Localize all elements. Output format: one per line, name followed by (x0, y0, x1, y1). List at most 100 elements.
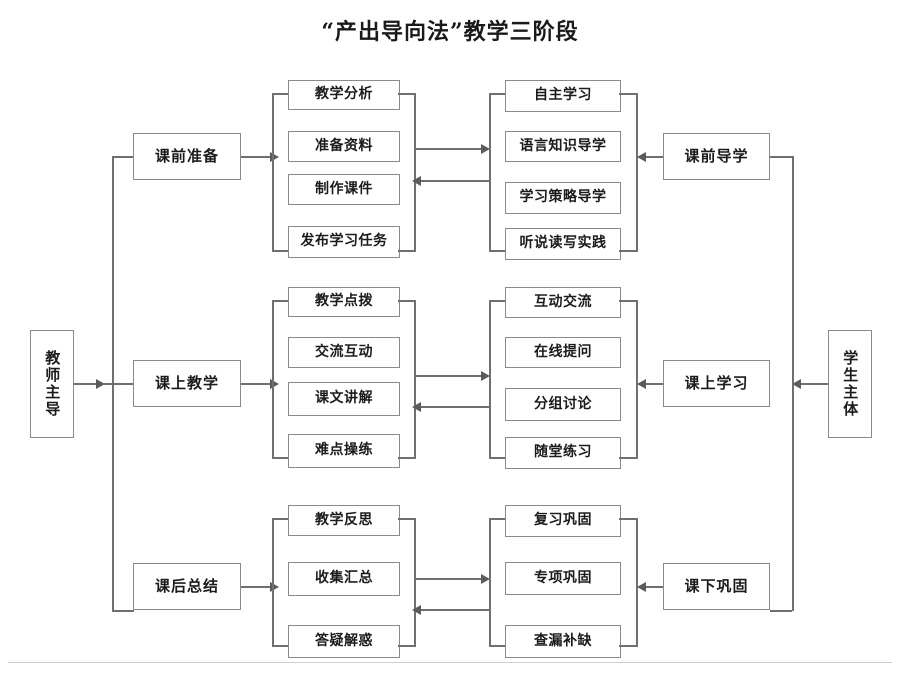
bracket-pre-teacher-right-top (398, 93, 416, 95)
task-box: 教学反思 (288, 505, 400, 536)
side-box-student: 学生主体 (828, 330, 872, 438)
task-box: 交流互动 (288, 337, 400, 368)
connector-pre-teacher-out (241, 156, 270, 158)
task-box: 专项巩固 (505, 562, 621, 595)
bracket-post-teacher-right (414, 518, 416, 646)
bracket-pre-teacher-right-bot (398, 250, 416, 252)
task-box: 听说读写实践 (505, 228, 621, 260)
connector-in-teacher-out (241, 383, 270, 385)
connector-post-teacher-out (241, 586, 270, 588)
bracket-post-teacher (272, 518, 274, 646)
bracket-in-teacher (272, 300, 274, 458)
stage-box-teacher-in-class: 课上教学 (133, 360, 241, 407)
arrowhead-post-teacher-out (270, 582, 279, 592)
arrowhead-post-cross-right (481, 574, 490, 584)
bracket-in-student-right (636, 300, 638, 458)
arrowhead-in-cross-right (481, 371, 490, 381)
task-box: 课文讲解 (288, 382, 400, 416)
bracket-post-teacher-right-bot (398, 645, 416, 647)
arrowhead-post-student-in (637, 582, 646, 592)
connector-pre-cross-left (420, 180, 490, 182)
connector-pre-cross-right (414, 148, 484, 150)
bracket-pre-teacher (272, 93, 274, 251)
connector-right-trunk (792, 156, 794, 611)
bracket-in-teacher-right (414, 300, 416, 458)
connector-right-trunk-bot (770, 610, 792, 612)
task-box: 准备资料 (288, 131, 400, 162)
bracket-post-student-right-bot (619, 645, 638, 647)
task-box: 随堂练习 (505, 437, 621, 469)
bracket-in-teacher-bot (272, 457, 292, 459)
bracket-in-teacher-top (272, 300, 292, 302)
arrowhead-pre-student-in (637, 152, 646, 162)
bracket-pre-teacher-right (414, 93, 416, 251)
arrowhead-pre-teacher-out (270, 152, 279, 162)
bracket-in-teacher-right-top (398, 300, 416, 302)
bracket-post-student-left-top (489, 518, 507, 520)
connector-post-cross-right (414, 578, 484, 580)
task-box: 查漏补缺 (505, 625, 621, 658)
connector-pre-student-in (646, 156, 663, 158)
task-box: 在线提问 (505, 337, 621, 368)
task-box: 教学分析 (288, 80, 400, 110)
connector-left-root (74, 383, 96, 385)
task-box: 自主学习 (505, 80, 621, 112)
bracket-in-teacher-right-bot (398, 457, 416, 459)
bracket-post-teacher-bot (272, 645, 292, 647)
bracket-in-student-left (489, 300, 491, 458)
connector-right-root (800, 383, 828, 385)
bracket-post-student-right (636, 518, 638, 646)
task-box: 分组讨论 (505, 388, 621, 421)
stage-box-teacher-pre-class: 课前准备 (133, 133, 241, 180)
task-box: 教学点拨 (288, 287, 400, 317)
connector-left-trunk-bot (112, 610, 134, 612)
task-box: 难点操练 (288, 434, 400, 468)
task-box: 发布学习任务 (288, 226, 400, 258)
bracket-pre-student-right (636, 93, 638, 251)
connector-post-student-in (646, 586, 663, 588)
arrowhead-pre-cross-right (481, 144, 490, 154)
task-box: 学习策略导学 (505, 182, 621, 214)
connector-left-trunk-top (112, 156, 134, 158)
connector-post-cross-left (420, 609, 490, 611)
task-box: 语言知识导学 (505, 131, 621, 162)
bracket-pre-student-right-bot (619, 250, 638, 252)
bracket-post-student-left (489, 518, 491, 646)
task-box: 答疑解惑 (288, 625, 400, 658)
task-box: 互动交流 (505, 287, 621, 318)
page-title: “产出导向法”教学三阶段 (321, 19, 579, 45)
arrowhead-right-root (792, 379, 801, 389)
bracket-in-student-right-bot (619, 457, 638, 459)
bracket-pre-student-left-top (489, 93, 507, 95)
bracket-post-teacher-top (272, 518, 292, 520)
connector-in-student-in (646, 383, 663, 385)
task-box: 复习巩固 (505, 505, 621, 537)
arrowhead-in-teacher-out (270, 379, 279, 389)
side-box-teacher: 教师主导 (30, 330, 74, 438)
stage-box-teacher-post-class: 课后总结 (133, 563, 241, 610)
bracket-pre-student-left (489, 93, 491, 251)
task-box: 制作课件 (288, 174, 400, 205)
bracket-in-student-left-top (489, 300, 507, 302)
connector-in-cross-left (420, 406, 490, 408)
arrowhead-left-root (96, 379, 105, 389)
arrowhead-in-student-in (637, 379, 646, 389)
connector-right-trunk-top (770, 156, 792, 158)
bottom-divider (8, 662, 892, 663)
bracket-in-student-left-bot (489, 457, 507, 459)
bracket-post-student-right-top (619, 518, 638, 520)
stage-box-student-pre-class: 课前导学 (663, 133, 770, 180)
bracket-pre-student-left-bot (489, 250, 507, 252)
stage-box-student-in-class: 课上学习 (663, 360, 770, 407)
connector-left-trunk-mid (104, 383, 134, 385)
bracket-in-student-right-top (619, 300, 638, 302)
arrowhead-post-cross-left (412, 605, 421, 615)
bracket-pre-teacher-top (272, 93, 292, 95)
arrowhead-pre-cross-left (412, 176, 421, 186)
task-box: 收集汇总 (288, 562, 400, 596)
bracket-post-student-left-bot (489, 645, 507, 647)
bracket-pre-teacher-bot (272, 250, 292, 252)
stage-box-student-post-class: 课下巩固 (663, 563, 770, 610)
connector-in-cross-right (414, 375, 484, 377)
